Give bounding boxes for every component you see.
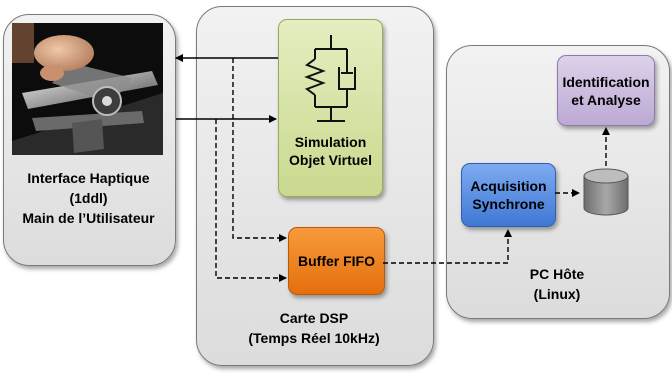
- simulation-block: Simulation Objet Virtuel: [278, 19, 383, 197]
- haptic-dof: (1ddl): [69, 190, 108, 206]
- acquisition-subtitle: Synchrone: [472, 196, 545, 212]
- simulation-title: Simulation: [294, 134, 367, 150]
- acquisition-block: Acquisition Synchrone: [461, 163, 556, 227]
- haptic-user-hand: Main de l’Utilisateur: [22, 210, 155, 226]
- buffer-label: Buffer FIFO: [298, 253, 375, 269]
- dsp-subtitle: (Temps Réel 10kHz): [248, 330, 380, 346]
- haptic-interface-label: Interface Haptique (1ddl) Main de l’Util…: [3, 168, 174, 228]
- simulation-subtitle: Objet Virtuel: [289, 152, 372, 168]
- dsp-card-label: Carte DSP (Temps Réel 10kHz): [196, 308, 432, 348]
- host-subtitle: (Linux): [533, 286, 581, 302]
- identification-title: Identification: [562, 73, 650, 90]
- spring-damper-icon: [303, 35, 356, 122]
- database-icon: [583, 168, 629, 216]
- identification-block: Identification et Analyse: [557, 55, 655, 126]
- identification-subtitle: et Analyse: [571, 91, 641, 108]
- haptic-title: Interface Haptique: [27, 170, 150, 186]
- haptic-device-photo: [12, 23, 163, 155]
- host-pc-label: PC Hôte (Linux): [446, 264, 668, 304]
- host-title: PC Hôte: [529, 266, 585, 282]
- dsp-title: Carte DSP: [279, 310, 349, 326]
- buffer-fifo-block: Buffer FIFO: [288, 227, 385, 295]
- acquisition-title: Acquisition: [470, 178, 547, 194]
